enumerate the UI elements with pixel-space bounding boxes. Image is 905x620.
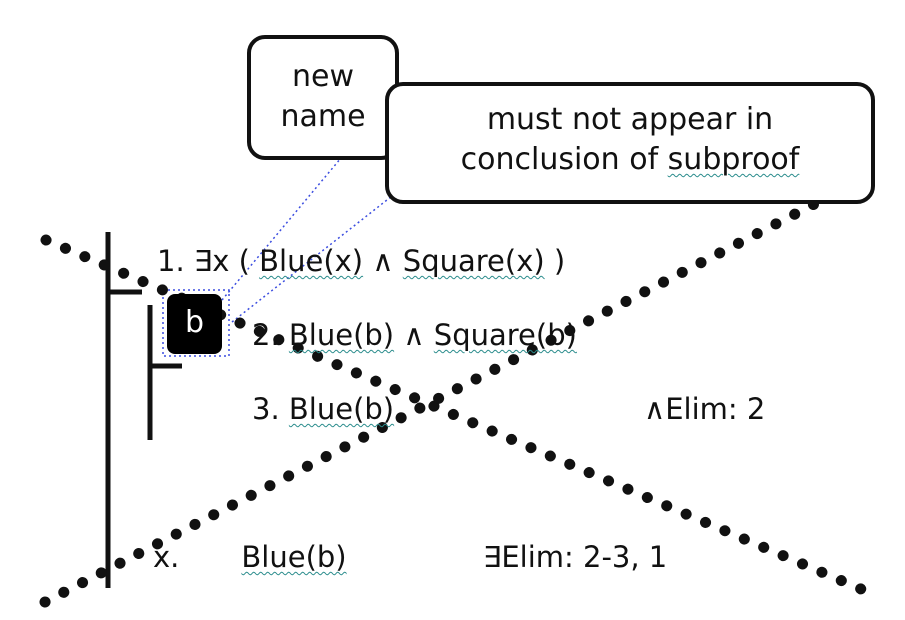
- linex-number: x.: [153, 540, 180, 574]
- linex-justification: ∃Elim: 2-3, 1: [483, 540, 668, 574]
- must-not-appear-callout: must not appear in conclusion of subproo…: [385, 82, 875, 204]
- line3-number: 3.: [252, 392, 289, 426]
- name-box-highlight: [162, 289, 230, 357]
- cross-out-diagonal-2: [39, 192, 832, 608]
- line1-number: 1.: [157, 244, 194, 278]
- proof-line-3: 3. Blue(b): [252, 392, 394, 426]
- name-to-new-name-connector: [221, 157, 342, 301]
- line1-close: ): [544, 244, 566, 278]
- line1-square: Square(x): [402, 244, 545, 278]
- new-name-callout-line1: new: [291, 59, 354, 94]
- callout-line2-prefix: conclusion of: [460, 142, 668, 177]
- new-name-callout: new name: [247, 35, 399, 160]
- line1-blue: Blue(x): [259, 244, 364, 278]
- name-to-subproof-connector: [231, 195, 393, 323]
- linex-blue: Blue(b): [241, 540, 347, 574]
- line3-blue: Blue(b): [288, 392, 395, 426]
- boxed-new-name: b: [167, 294, 222, 354]
- line3-justification: ∧Elim: 2: [644, 392, 766, 426]
- proof-line-1: 1. ∃x ( Blue(x) ∧ Square(x) ): [157, 244, 565, 278]
- proof-line-2: 2. Blue(b) ∧ Square(b): [252, 318, 577, 352]
- line2-number: 2.: [252, 318, 289, 352]
- line1-and: ∧: [363, 244, 403, 278]
- must-not-appear-callout-line1: must not appear in: [486, 102, 774, 137]
- line2-and: ∧: [394, 318, 434, 352]
- callout-subproof-word: subproof: [667, 142, 800, 177]
- proof-line-x: x. Blue(b): [153, 540, 347, 574]
- line1-quantifier: ∃x (: [193, 244, 260, 278]
- line2-blue: Blue(b): [288, 318, 395, 352]
- line2-square: Square(b): [433, 318, 577, 352]
- must-not-appear-callout-line2: conclusion of subproof: [389, 140, 871, 180]
- new-name-callout-line2: name: [280, 99, 366, 134]
